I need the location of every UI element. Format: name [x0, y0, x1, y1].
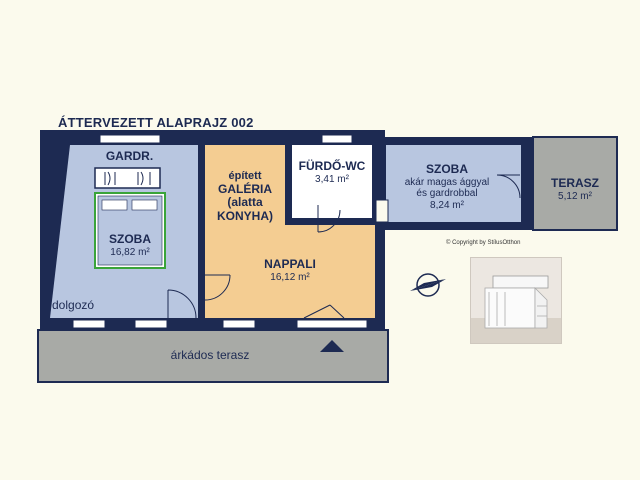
bedroom-main-label: SZOBA 16,82 m² [109, 232, 151, 258]
compass-icon [410, 273, 446, 297]
door-gap [376, 200, 388, 222]
bed-icon [94, 192, 166, 269]
entry-arrow-icon [320, 340, 344, 352]
bathroom-area [292, 145, 372, 218]
plan-title: ÁTTERVEZETT ALAPRAJZ 002 [58, 115, 254, 130]
terrace-label: TERASZ 5,12 m² [551, 176, 599, 202]
door-swings [167, 174, 521, 319]
arcade-terrace-area [37, 329, 389, 383]
gardrobe-label: GARDR. [105, 149, 154, 163]
galeria-label: épített GALÉRIA (alatta KONYHA) [217, 170, 273, 224]
living-area [205, 145, 375, 318]
bedroom-small-label: SZOBA akár magas ággyal és gardrobbal 8,… [404, 162, 490, 211]
windows [72, 134, 368, 329]
loft-bed-photo [470, 257, 562, 344]
wardrobe-icon [94, 167, 161, 189]
living-label: NAPPALI 16,12 m² [264, 257, 316, 283]
bathroom-label: FÜRDŐ-WC 3,41 m² [298, 159, 366, 185]
workspace-label: dolgozó [52, 298, 95, 312]
terrace-area [532, 136, 618, 231]
copyright-text: © Copyright by StílusOtthon [446, 240, 521, 246]
bedroom-small-area [386, 145, 521, 222]
arcade-terrace-label: árkádos terasz [170, 348, 250, 362]
